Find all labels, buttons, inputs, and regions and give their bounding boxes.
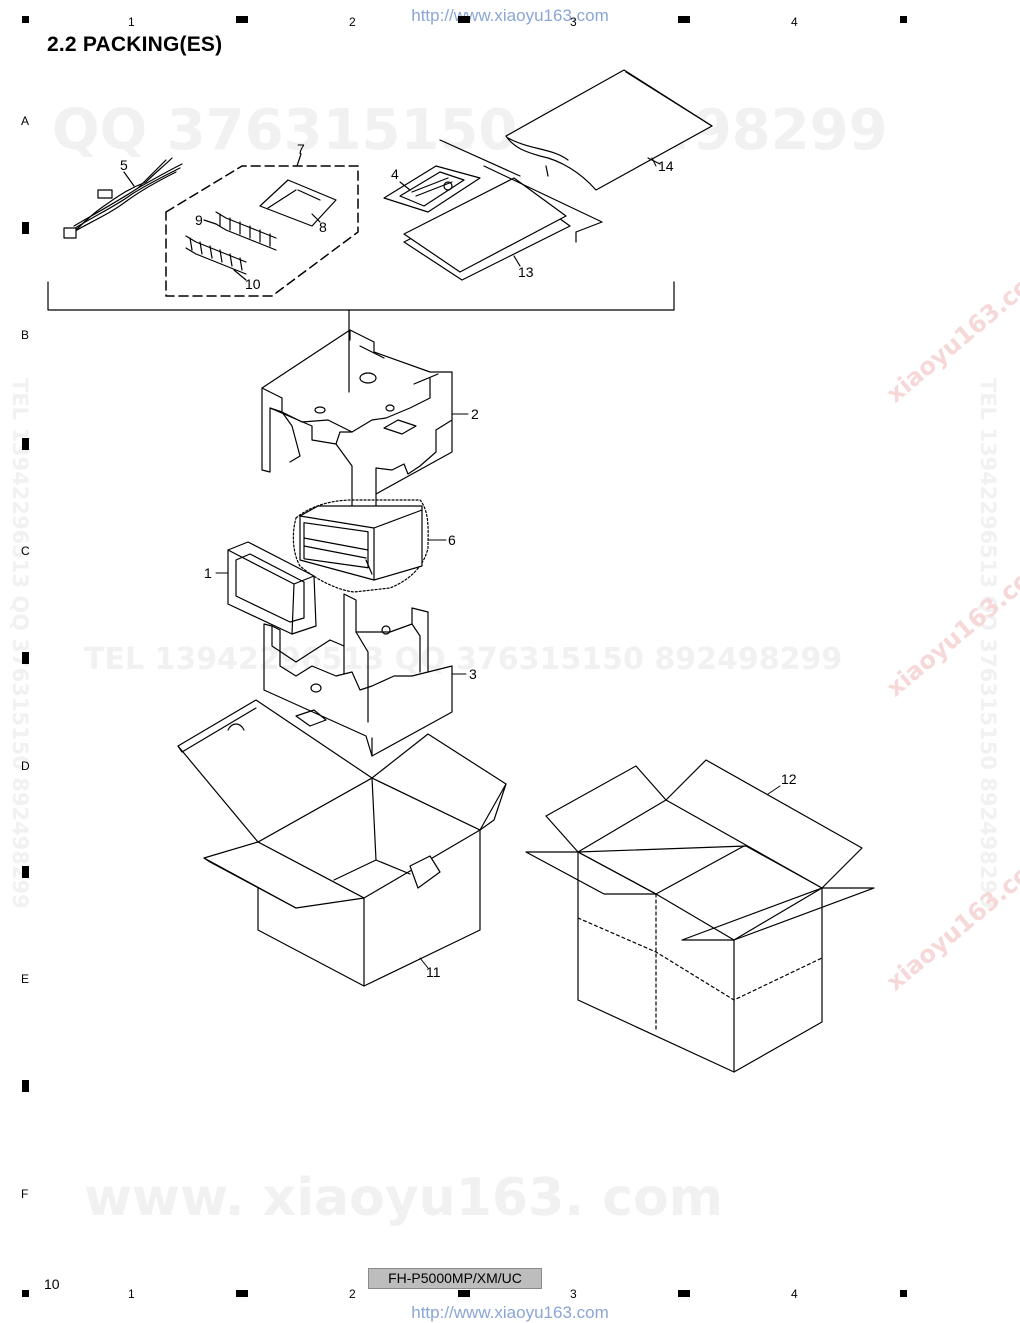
lower-protector [263,593,453,757]
watermark-vertical-left: TEL 13942296513 QQ 376315150 892498299 [8,378,32,909]
callout-2: 2 [471,406,479,422]
corner-mark [22,1290,29,1297]
border-mark [678,16,690,23]
corner-mark [900,1290,907,1297]
watermark-tel-middle: TEL 13942296513 QQ 376315150 892498299 [84,642,843,677]
zone-row-d: D [21,759,30,773]
instruction-manuals [403,139,603,281]
screw-kit-outline [165,153,359,297]
watermark-site-big: www. xiaoyu163. com [84,1168,723,1228]
screws-row-9 [203,211,277,251]
callout-13: 13 [518,264,534,280]
zone-column-3-bottom: 3 [570,1287,577,1301]
watermark-vertical-right: TEL 13942296513 QQ 376315150 892498299 [976,378,1000,909]
watermark-qq-top: QQ 376315150 892498299 [52,98,888,163]
border-mark [236,1290,248,1297]
callout-1: 1 [204,565,212,581]
border-mark [236,16,248,23]
zone-row-b: B [21,328,30,342]
upper-protector [261,329,453,509]
corner-mark [900,16,907,23]
zone-column-3: 3 [570,15,577,29]
model-number-box: FH-P5000MP/XM/UC [368,1268,542,1289]
border-mark [678,1290,690,1297]
screws-row-10 [185,235,247,281]
zone-column-2-bottom: 2 [349,1287,356,1301]
callout-6: 6 [448,532,456,548]
trim-ring [227,541,317,635]
callout-7: 7 [297,141,305,157]
leader-lines [215,157,781,969]
callout-14: 14 [658,158,674,174]
border-mark [22,222,29,234]
footer-url[interactable]: http://www.xiaoyu163.com [411,1303,609,1322]
main-unit [292,499,429,593]
remote-control [383,165,481,213]
zone-row-f: F [21,1187,29,1201]
small-bag [259,179,337,227]
zone-column-4-bottom: 4 [791,1287,798,1301]
callout-4: 4 [391,166,399,182]
callout-9: 9 [195,212,203,228]
polyethylene-bag [505,69,713,191]
accessory-bracket [47,281,675,393]
border-mark [458,16,470,23]
section-title: 2.2 PACKING(ES) [47,33,223,56]
zone-row-a: A [21,114,30,128]
border-mark [22,1080,29,1092]
carton-flaps-open [525,759,875,1073]
callout-11: 11 [426,964,441,980]
zone-column-1: 1 [128,15,135,29]
page-number: 10 [44,1276,60,1292]
border-mark [22,438,29,450]
zone-column-4: 4 [791,15,798,29]
corner-mark [22,16,29,23]
callout-8: 8 [319,219,327,235]
callout-3: 3 [469,666,477,682]
zone-column-1-bottom: 1 [128,1287,135,1301]
border-mark [22,866,29,878]
callout-10: 10 [245,276,261,292]
zone-column-2: 2 [349,15,356,29]
border-mark [458,1290,470,1297]
border-mark [22,652,29,664]
carton-open [177,699,507,987]
zone-row-c: C [21,544,30,558]
cord-assembly [63,157,183,239]
callout-12: 12 [781,771,797,787]
callout-5: 5 [120,157,128,173]
zone-row-e: E [21,972,30,986]
